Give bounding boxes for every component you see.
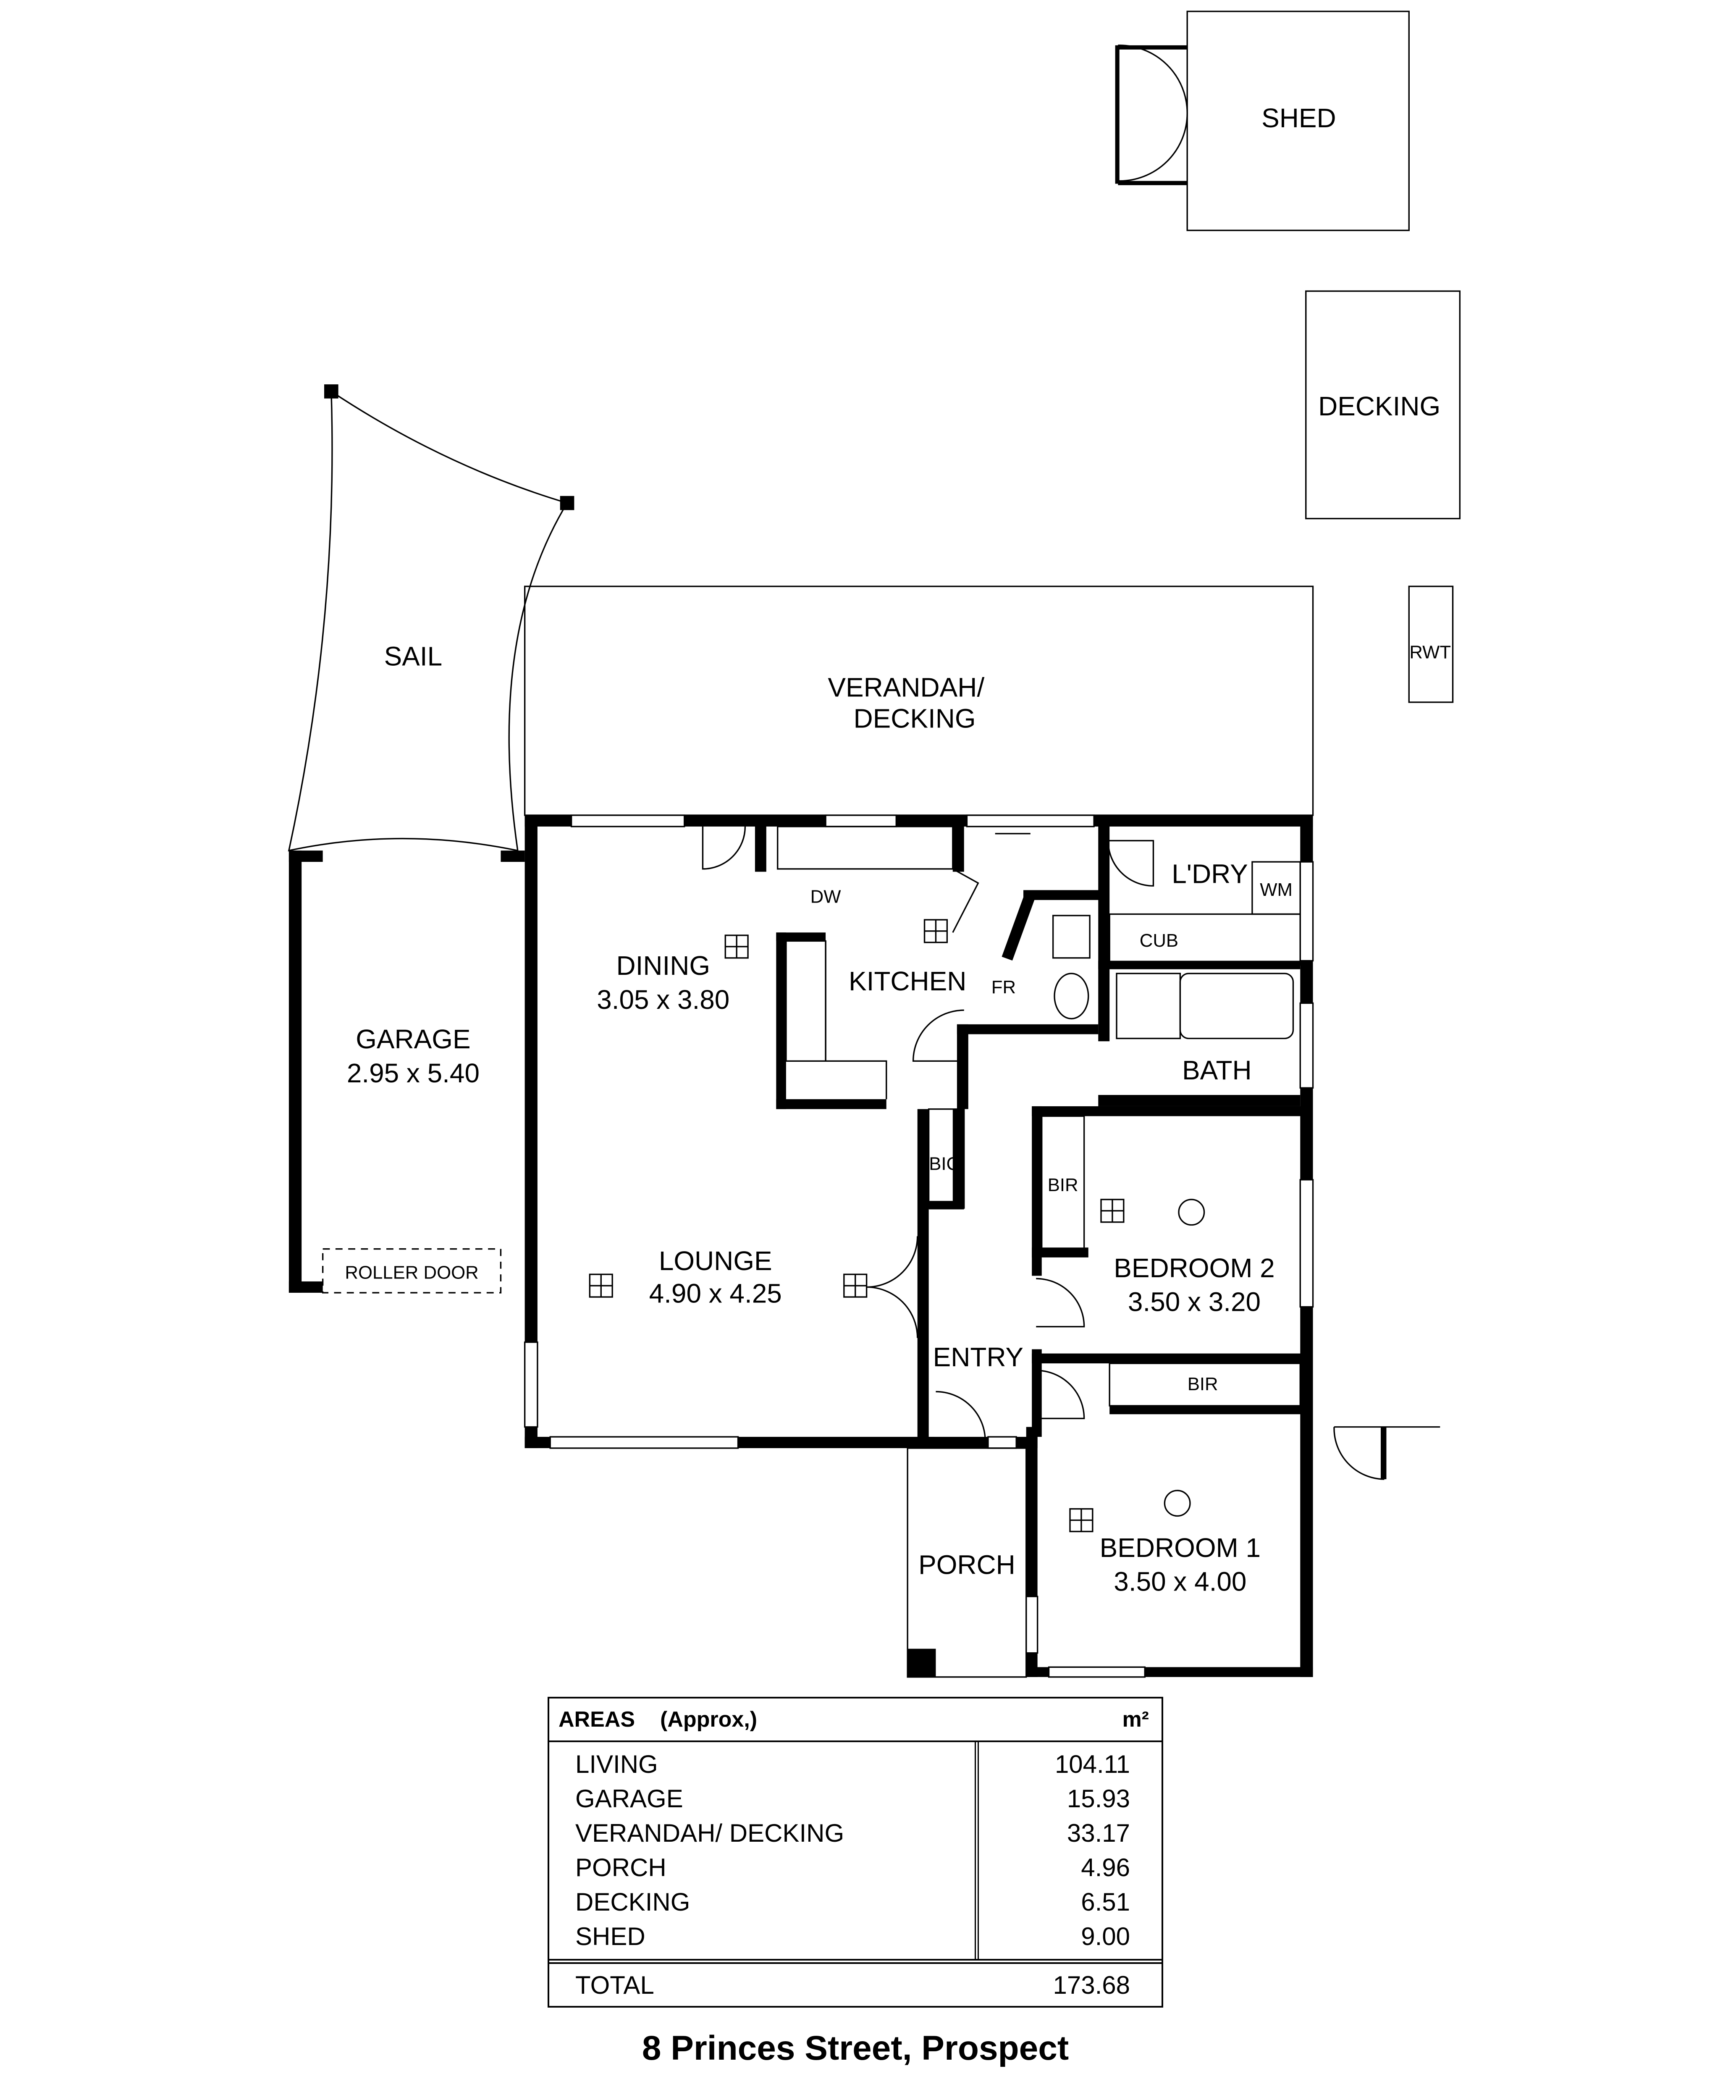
garage-label: GARAGE [356,1024,470,1054]
garage: GARAGE 2.95 x 5.40 ROLLER DOOR [288,850,525,1294]
fridge-label: FR [991,977,1016,998]
verandah-label-1: VERANDAH/ [828,672,984,703]
shed-label: SHED [1261,103,1336,133]
row-label: PORCH [575,1853,666,1882]
total-label: TOTAL [575,1971,654,1999]
bic-label: BIC [929,1153,960,1174]
total-value: 173.68 [1053,1971,1130,1999]
labels-column: LIVING GARAGE VERANDAH/ DECKING PORCH DE… [549,1742,979,1959]
decking-label: DECKING [1318,391,1440,421]
row-value: 15.93 [1067,1785,1130,1813]
laundry-label: L'DRY [1172,858,1248,889]
areas-title: AREAS [559,1707,635,1732]
row-value: 33.17 [1067,1819,1130,1847]
row-label: VERANDAH/ DECKING [575,1819,844,1847]
bir-bedroom2-label: BIR [1048,1175,1078,1195]
lounge-label: LOUNGE [659,1246,772,1276]
shed: SHED [1115,10,1410,231]
areas-rows: LIVING GARAGE VERANDAH/ DECKING PORCH DE… [549,1742,1162,1964]
rainwater-tank: RWT [1408,585,1454,703]
washing-machine-label: WM [1260,879,1293,900]
garage-dims: 2.95 x 5.40 [347,1058,480,1088]
decking: DECKING [1305,290,1461,520]
room-labels: DINING 3.05 x 3.80 KITCHEN DW FR L'DRY W… [597,858,1293,1596]
areas-table: AREAS (Approx,) m² LIVING GARAGE VERANDA… [548,1697,1163,2008]
row-value: 4.96 [1081,1853,1130,1882]
values-column: 104.11 15.93 33.17 4.96 6.51 9.00 [979,1742,1162,1959]
ceiling-fan-icon [1164,1490,1191,1517]
row-label: SHED [575,1922,645,1950]
bath-label: BATH [1182,1055,1252,1085]
row-value: 6.51 [1081,1888,1130,1916]
bedroom1-label: BEDROOM 1 [1100,1533,1261,1563]
row-label: DECKING [575,1888,690,1916]
row-label: LIVING [575,1750,658,1778]
areas-unit: m² [1122,1707,1149,1732]
bedroom1-dims: 3.50 x 4.00 [1114,1567,1246,1597]
sail-label: SAIL [384,641,443,672]
house-walls [524,814,1440,1678]
bedroom2-label: BEDROOM 2 [1114,1253,1274,1283]
lounge-dims: 4.90 x 4.25 [649,1278,782,1308]
light-icons [589,919,1205,1533]
entry-label: ENTRY [933,1342,1023,1372]
areas-subtitle: (Approx,) [660,1707,758,1732]
row-label: GARAGE [575,1785,683,1813]
ceiling-fan-icon [1178,1199,1205,1226]
dining-dims: 3.05 x 3.80 [597,984,729,1015]
row-value: 9.00 [1081,1922,1130,1950]
row-value: 104.11 [1054,1750,1130,1778]
total-row: TOTAL 173.68 [549,1964,1162,2006]
dining-label: DINING [616,950,710,981]
porch-label: PORCH [918,1549,1015,1580]
cupboard-label: CUB [1140,930,1178,951]
bedroom2-dims: 3.50 x 3.20 [1128,1287,1261,1317]
dishwasher-label: DW [810,887,842,907]
rwt-label: RWT [1409,642,1451,663]
property-address: 8 Princes Street, Prospect [642,2029,1069,2067]
verandah: VERANDAH/ DECKING [524,585,1314,816]
kitchen-label: KITCHEN [849,966,966,996]
bir-bedroom1-label: BIR [1188,1374,1218,1394]
roller-door-label: ROLLER DOOR [345,1262,478,1283]
shade-sail: SAIL [288,384,574,852]
floor-plan: SHED DECKING RWT SAIL VERANDAH/ DECKING … [288,10,1461,1678]
verandah-label-2: DECKING [853,703,976,733]
areas-header: AREAS (Approx,) m² [549,1698,1162,1742]
